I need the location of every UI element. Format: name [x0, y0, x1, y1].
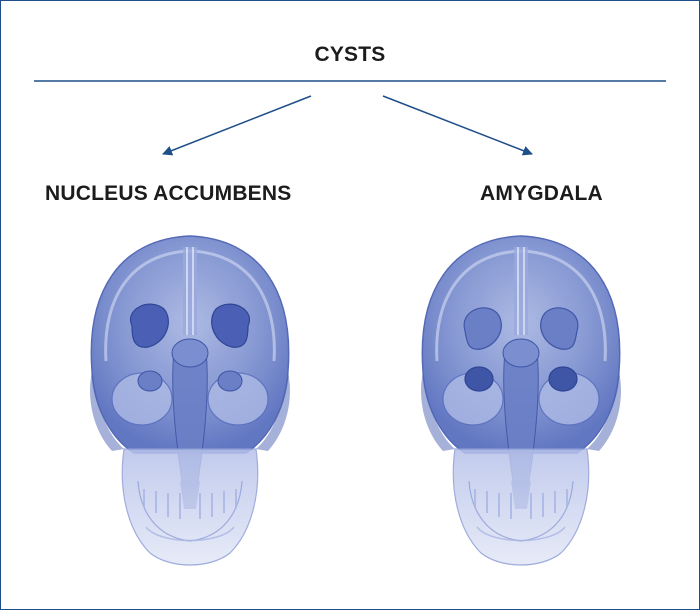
- diagram-title: CYSTS: [314, 43, 386, 66]
- right-amygdala-left: [464, 366, 494, 392]
- left-skull-illustration: [88, 234, 292, 567]
- right-structure-2: [540, 307, 579, 350]
- right-structure-1: [463, 307, 502, 350]
- right-region-label: AMYGDALA: [480, 182, 603, 205]
- left-structure-2: [211, 303, 251, 348]
- left-structure-1: [129, 303, 169, 348]
- arrow-right-down-icon: [382, 95, 533, 156]
- right-amygdala-right: [548, 366, 578, 392]
- right-skull-illustration: [419, 234, 623, 567]
- left-region-label: NUCLEUS ACCUMBENS: [45, 182, 292, 205]
- arrow-left-down-icon: [162, 95, 312, 156]
